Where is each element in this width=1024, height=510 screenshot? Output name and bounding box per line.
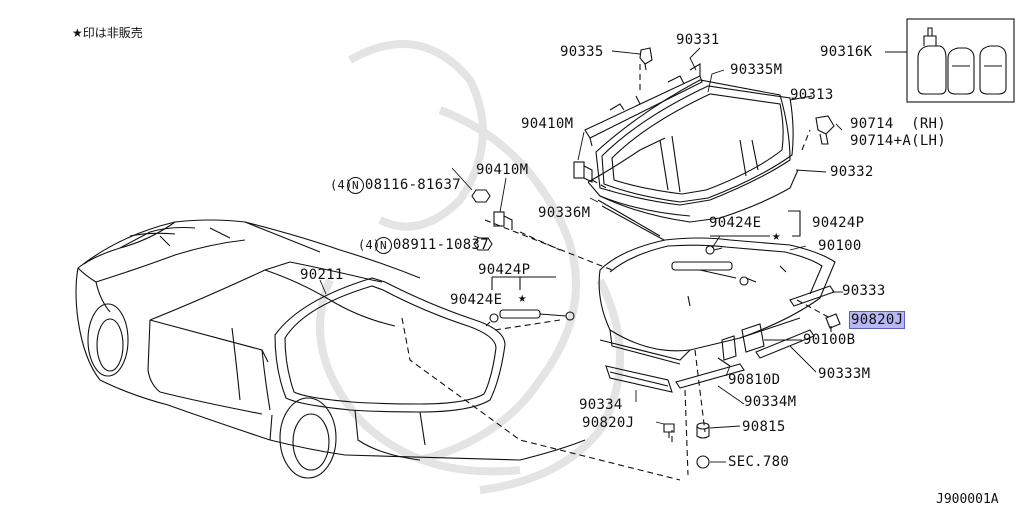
trim-90333M [755, 329, 815, 359]
label-90335M[interactable]: 90335M [730, 62, 783, 78]
non-sale-note-text: 印は非販売 [82, 26, 143, 40]
trim-90334M [675, 363, 745, 389]
roof-strip-90331 [584, 63, 703, 147]
hatch-panel-90100 [598, 237, 836, 365]
label-90815[interactable]: 90815 [742, 419, 786, 435]
label-nut-08911-qty: (4) [358, 238, 381, 252]
nut-08911 [473, 237, 493, 251]
label-90810D[interactable]: 90810D [728, 372, 781, 388]
glass-seal-90335M [595, 79, 791, 206]
label-90334[interactable]: 90334 [579, 397, 623, 413]
n-circle-icon: N [346, 177, 364, 194]
kit-box-90316K [906, 18, 1015, 103]
label-90313[interactable]: 90313 [790, 87, 834, 103]
star-mark-b: ★ [518, 290, 527, 306]
diagram-code: J900001A [936, 492, 999, 507]
label-90820J[interactable]: 90820J [582, 415, 635, 431]
label-90424E-a[interactable]: 90424E [709, 215, 762, 231]
label-90714[interactable]: 90714 (RH) [850, 116, 947, 132]
label-90410M-b[interactable]: 90410M [476, 162, 529, 178]
label-90332[interactable]: 90332 [830, 164, 874, 180]
label-90410M-a[interactable]: 90410M [521, 116, 574, 132]
glass-frame-90313 [601, 85, 794, 203]
leader-lines [319, 47, 907, 463]
latch-90100B [741, 323, 765, 353]
label-90211[interactable]: 90211 [300, 267, 344, 283]
label-bolt-08116-qty: (4) [330, 178, 353, 192]
label-90100B[interactable]: 90100B [803, 332, 856, 348]
clip-90335 [639, 47, 653, 71]
star-icon: ★ [72, 26, 83, 40]
strip-90336M [597, 199, 665, 241]
label-90424P-b[interactable]: 90424P [478, 262, 531, 278]
bolt-08116-code: 08116-81637 [364, 177, 461, 193]
n-circle-icon: N [374, 237, 392, 254]
seal-90332 [587, 137, 799, 223]
trim-90334 [605, 365, 673, 393]
strut-ball-90424E-b [485, 313, 499, 327]
label-90424E-b[interactable]: 90424E [450, 292, 503, 308]
label-90331[interactable]: 90331 [676, 32, 720, 48]
label-90336M[interactable]: 90336M [538, 205, 591, 221]
non-sale-note: ★印は非販売 [72, 24, 143, 41]
star-mark-a: ★ [772, 228, 781, 244]
label-sec780[interactable]: SEC.780 [728, 454, 790, 470]
clip-90820J-b [663, 423, 675, 438]
bolt-08116 [471, 189, 491, 203]
label-90820J-highlighted[interactable]: 90820J [848, 311, 906, 329]
nut-08911-code: 08911-10837 [392, 237, 489, 253]
label-90714A[interactable]: 90714+A(LH) [850, 133, 947, 149]
gas-strut-90424P-b [499, 309, 575, 321]
strut-ball-90424E-a [705, 245, 723, 255]
label-90333M[interactable]: 90333M [818, 366, 871, 382]
watermark-emblem [316, 40, 624, 494]
label-90316K[interactable]: 90316K [820, 44, 873, 60]
gas-strut-90424P-a [671, 261, 749, 286]
sec780-marker [696, 455, 710, 469]
label-90334M[interactable]: 90334M [744, 394, 797, 410]
car-body [75, 219, 586, 479]
clip-90820J-a [825, 313, 841, 332]
label-90333[interactable]: 90333 [842, 283, 886, 299]
hinge-90410M-a [573, 161, 593, 183]
highlighted-part-number[interactable]: 90820J [848, 311, 906, 329]
label-90424P-a[interactable]: 90424P [812, 215, 865, 231]
grommet-90815 [696, 422, 710, 439]
clip-90714 [815, 115, 835, 145]
label-90335[interactable]: 90335 [560, 44, 604, 60]
hinge-90410M-b [493, 211, 513, 230]
label-90100[interactable]: 90100 [818, 238, 862, 254]
rear-glass-seal-90211 [274, 277, 506, 461]
bracket-90810D [717, 335, 737, 367]
